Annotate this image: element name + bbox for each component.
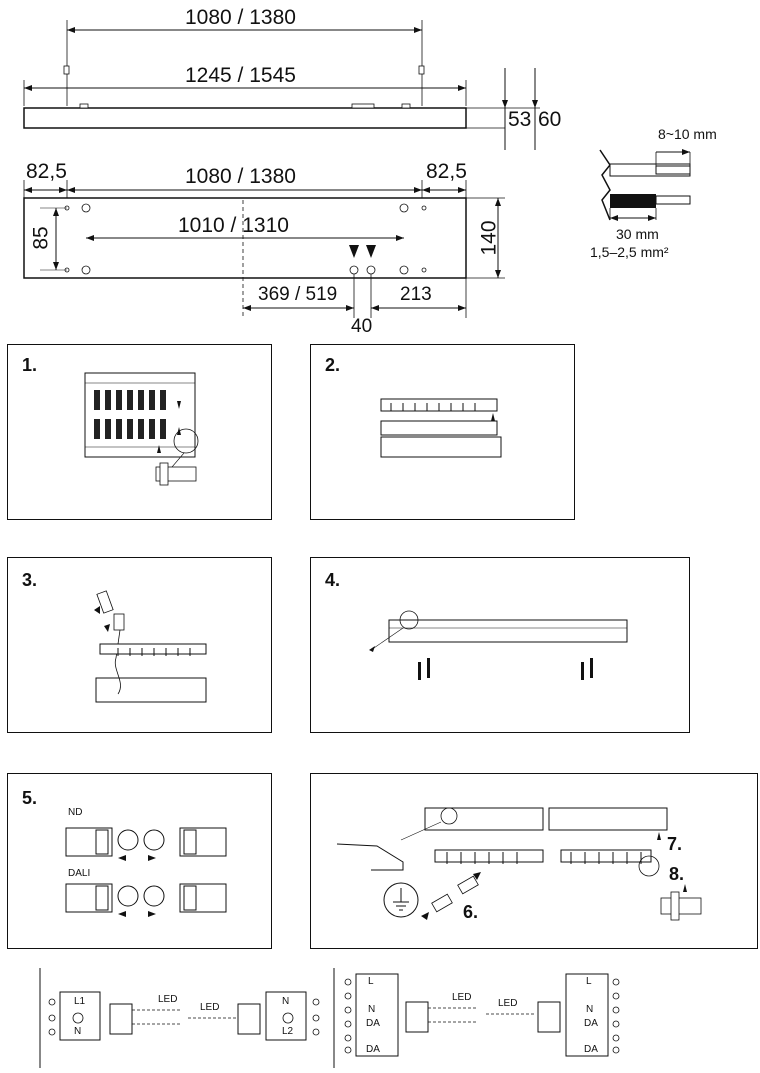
dim-width-140: 140 <box>477 220 501 256</box>
step-8-number: 8. <box>669 864 685 884</box>
wire-nd-n-left: N <box>74 1026 82 1037</box>
step-5-label-dali: DALI <box>68 868 91 879</box>
step-5-panel: 5. ND DALI <box>7 773 272 949</box>
wire-sheath-length: 30 mm <box>616 226 659 242</box>
step-3-panel: 3. <box>7 557 272 733</box>
dim-edge-left: 82,5 <box>26 160 67 183</box>
wiring-diagram-dali: L N DA DA LED LED L N DA DA <box>333 968 630 1068</box>
wire-strip-length: 8~10 mm <box>658 126 717 142</box>
step-7-number: 7. <box>667 834 683 854</box>
wire-nd-led-b: LED <box>200 1002 220 1013</box>
wire-nd-l2: L2 <box>282 1026 294 1037</box>
wire-dali-n-right: N <box>586 1004 594 1015</box>
wiring-diagram-nd: L1 N LED LED N L2 <box>39 968 332 1068</box>
step-1-number: 1. <box>22 355 38 375</box>
step-2-panel: 2. <box>310 344 575 520</box>
dim-edge-right: 82,5 <box>426 160 467 183</box>
step-2-number: 2. <box>325 355 341 375</box>
wire-dali-l-right: L <box>586 976 592 987</box>
step-4-number: 4. <box>325 570 341 590</box>
step-6-8-panel: 6. 7. 8. <box>310 773 758 949</box>
wire-dali-da-c: DA <box>584 1018 598 1029</box>
dim-85: 85 <box>29 226 53 250</box>
wire-dali-l-left: L <box>368 976 374 987</box>
dim-entry-gap: 40 <box>351 316 373 337</box>
wiring-dali-lines <box>333 968 620 1068</box>
dim-height-53: 53 <box>508 108 532 131</box>
side-view-lines <box>23 20 540 150</box>
wire-dali-da-d: DA <box>584 1044 598 1055</box>
dim-hole-spacing: 1010 / 1310 <box>178 214 289 237</box>
step-6-number: 6. <box>463 902 479 922</box>
wire-dali-da-a: DA <box>366 1018 380 1029</box>
step-5-number: 5. <box>22 788 38 808</box>
wiring-nd-lines <box>39 968 320 1068</box>
step-3-illustration <box>94 590 207 703</box>
dim-right-213: 213 <box>400 284 432 305</box>
step-5-label-nd: ND <box>68 807 83 818</box>
wire-cross-section: 1,5–2,5 mm² <box>590 244 669 260</box>
step-4-panel: 4. <box>310 557 690 733</box>
step-6-8-illustration <box>336 807 702 921</box>
wire-dali-led-b: LED <box>498 998 518 1009</box>
dim-entry-offset: 369 / 519 <box>258 284 338 305</box>
step-1-illustration <box>84 372 199 486</box>
dim-height-60: 60 <box>538 108 562 131</box>
wire-nd-led-a: LED <box>158 994 178 1005</box>
wire-nd-l1: L1 <box>74 996 86 1007</box>
plan-view-lines <box>23 180 505 318</box>
step-2-illustration <box>380 398 502 458</box>
plan-view-drawing: 82,5 1080 / 1380 82,5 1010 / 1310 85 140… <box>0 160 560 340</box>
wire-dali-led-a: LED <box>452 992 472 1003</box>
dim-mount: 1080 / 1380 <box>185 165 296 188</box>
wire-lines <box>599 149 691 221</box>
wire-dali-da-b: DA <box>366 1044 380 1055</box>
step-3-number: 3. <box>22 570 38 590</box>
wire-dali-n-left: N <box>368 1004 376 1015</box>
step-1-panel: 1. <box>7 344 272 520</box>
wire-nd-n-right: N <box>282 996 290 1007</box>
side-view-drawing: 1080 / 1380 1245 / 1545 53 60 <box>0 0 760 160</box>
step-5-illustration <box>65 827 227 917</box>
wire-spec-drawing: 8~10 mm 30 mm 1,5–2,5 mm² <box>580 120 750 270</box>
dim-length: 1245 / 1545 <box>185 64 296 87</box>
dim-suspension: 1080 / 1380 <box>185 6 296 29</box>
step-4-illustration <box>369 610 628 680</box>
